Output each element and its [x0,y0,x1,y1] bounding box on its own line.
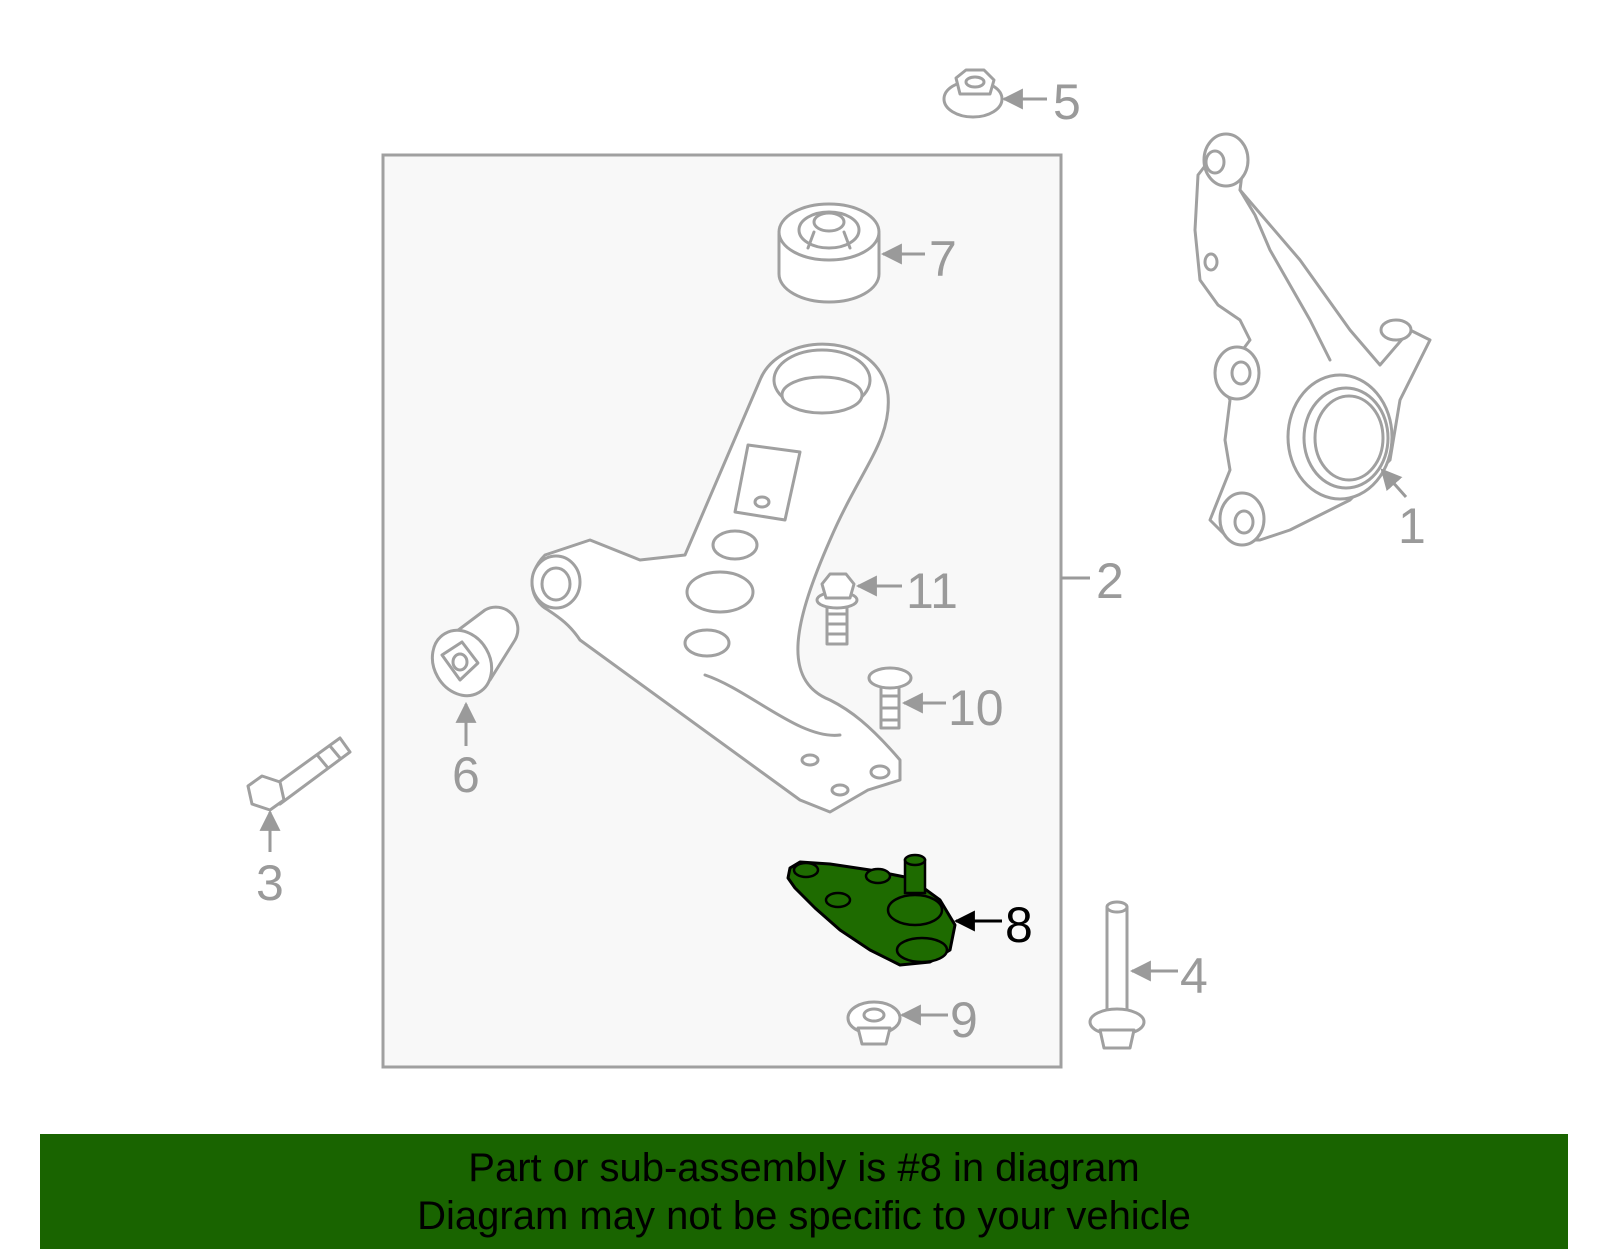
callout-6: 6 [452,747,480,803]
bolt-part-11[interactable] [815,572,859,646]
callout-7: 7 [929,231,957,287]
callout-11: 11 [906,563,958,619]
nut-part-9[interactable] [846,1000,902,1046]
info-banner: Part or sub-assembly is #8 in diagram Di… [40,1134,1568,1249]
callout-1: 1 [1398,498,1426,554]
control-arm[interactable] [530,342,902,814]
bolt-part-10[interactable] [867,666,913,730]
nut-part-5[interactable] [942,68,1004,119]
callout-2: 2 [1096,553,1124,609]
callout-8: 8 [1005,897,1033,953]
banner-line-2: Diagram may not be specific to your vehi… [417,1194,1191,1238]
bushing-part-7[interactable] [777,202,881,304]
banner-line-1: Part or sub-assembly is #8 in diagram [468,1146,1140,1190]
bolt-part-4[interactable] [1088,900,1146,1050]
arrow-1 [1380,468,1408,498]
callout-10: 10 [948,680,1004,736]
callout-3: 3 [256,855,284,911]
callout-9: 9 [950,992,978,1048]
callout-4: 4 [1180,948,1208,1004]
callout-5: 5 [1053,74,1081,130]
bushing-part-6[interactable] [421,605,520,706]
bolt-part-3[interactable] [246,736,352,812]
knuckle-part-1[interactable] [1193,132,1432,547]
ball-joint-part-8[interactable] [786,853,957,967]
